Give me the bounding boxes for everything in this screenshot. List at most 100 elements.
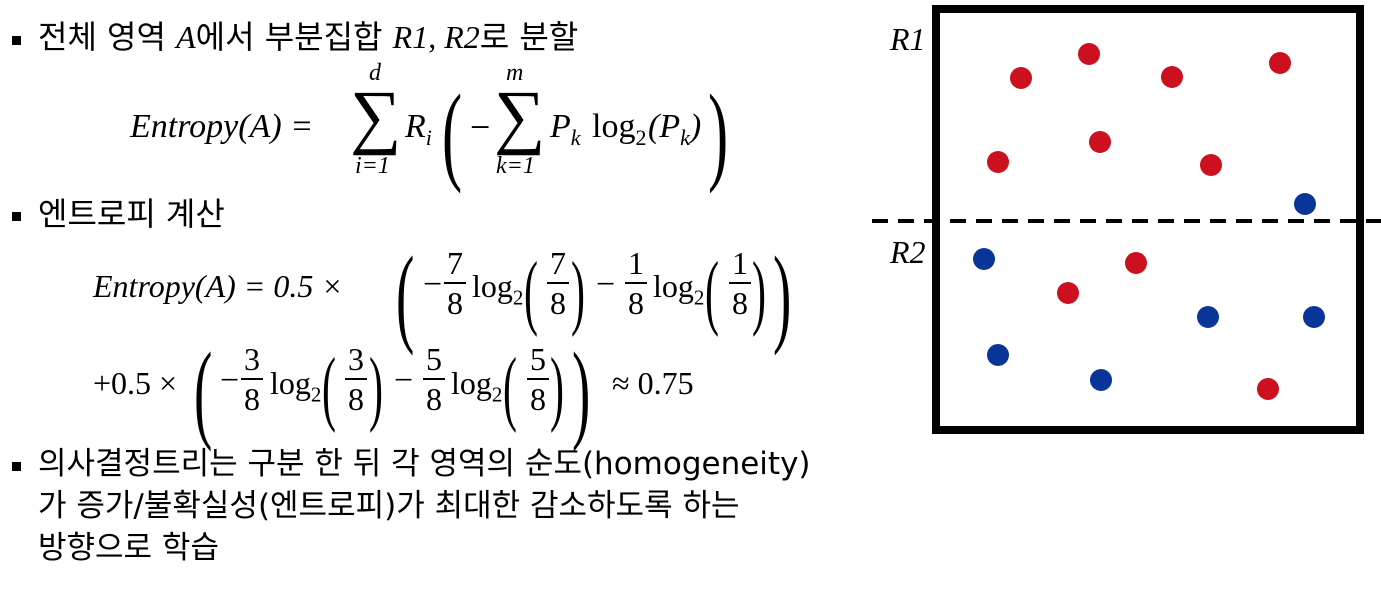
r2-red-point xyxy=(1057,282,1079,304)
frac-num: 7 xyxy=(550,245,566,281)
eq2-approx: ≈ 0.75 xyxy=(612,365,694,401)
eq1-p: P xyxy=(550,108,571,145)
eq1-log-text: log xyxy=(592,108,636,145)
eq1-arg-close: ) xyxy=(689,108,702,145)
eq1-lhs: Entropy(A) = xyxy=(130,108,314,145)
eq1-open-paren: ( xyxy=(442,72,463,194)
points-group xyxy=(973,43,1325,400)
eq2-lhs: Entropy(A) = 0.5 × xyxy=(93,268,343,305)
frac-den: 8 xyxy=(348,381,364,417)
eq2-l2-minus1: − xyxy=(220,362,240,399)
eq1-r: R xyxy=(405,108,426,145)
paren-close: ) xyxy=(752,245,766,338)
frac-den: 8 xyxy=(550,285,566,321)
eq2-l1-minus1: − xyxy=(423,266,443,303)
eq2-l1-log2: log2 xyxy=(653,268,704,310)
bullet-1-pre: 전체 영역 xyxy=(38,18,177,56)
frac-num: 1 xyxy=(732,245,748,281)
eq1-inner-sum-top: m xyxy=(506,60,524,86)
eq1-log: log2 xyxy=(592,108,646,151)
var-a: A xyxy=(176,19,196,55)
var-r1: R1 xyxy=(392,19,429,55)
frac-den: 8 xyxy=(732,285,748,321)
r2-blue-point xyxy=(987,344,1009,366)
eq1-r-sub: i xyxy=(425,124,432,150)
eq2-l2-log1: log2 xyxy=(270,365,321,407)
r2-red-point xyxy=(1125,252,1147,274)
bullet-marker xyxy=(12,462,21,471)
r2-blue-point xyxy=(973,248,995,270)
eq1-arg-sub: k xyxy=(680,124,690,150)
eq1-close-paren: ) xyxy=(708,72,729,194)
eq1-arg-open: (P xyxy=(648,108,681,145)
log-text: log xyxy=(472,268,513,304)
eq1-sum-sigma: ∑ xyxy=(350,76,402,156)
r1-red-point xyxy=(1269,52,1291,74)
eq2-l1-log1: log2 xyxy=(472,268,523,310)
eq1-pk: Pk xyxy=(550,108,581,151)
eq2-l1-open-big: ( xyxy=(396,234,415,356)
comma: , xyxy=(428,19,445,55)
log-base: 2 xyxy=(491,382,503,407)
eq2-l2-open-big: ( xyxy=(194,330,213,452)
r1-red-point xyxy=(1161,66,1183,88)
r1-red-point xyxy=(1089,131,1111,153)
r1-blue-point xyxy=(1294,193,1316,215)
eq1-ri: Ri xyxy=(405,108,432,151)
r2-red-point xyxy=(1257,378,1279,400)
var-r2: R2 xyxy=(444,19,480,55)
log-text: log xyxy=(270,365,311,401)
bullet-1-mid: 에서 부분집합 xyxy=(195,18,393,56)
eq2-l2-log2: log2 xyxy=(451,365,502,407)
eq1-log-base: 2 xyxy=(635,124,647,150)
r1-red-point xyxy=(1200,154,1222,176)
r1-red-point xyxy=(987,151,1009,173)
frac-den: 8 xyxy=(426,381,442,417)
label-r2: R2 xyxy=(889,234,926,270)
paren-open: ( xyxy=(322,341,336,434)
log-base: 2 xyxy=(512,285,524,310)
log-text: log xyxy=(653,268,694,304)
eq1-sum-top: d xyxy=(369,60,381,86)
eq2-lhs-text: Entropy(A) = 0.5 × xyxy=(93,268,343,304)
frac-num: 3 xyxy=(348,341,364,377)
frac-num: 3 xyxy=(244,341,260,377)
eq2-l1-minus2: − xyxy=(596,266,616,303)
eq1-inner-sum-bottom: k=1 xyxy=(496,153,535,179)
r1-red-point xyxy=(1078,43,1100,65)
paren-close: ) xyxy=(550,341,564,434)
log-base: 2 xyxy=(693,285,705,310)
frac-den: 8 xyxy=(530,381,546,417)
eq2-l2-close-big: ) xyxy=(572,330,591,452)
log-base: 2 xyxy=(310,382,322,407)
bullet-2-text: 엔트로피 계산 xyxy=(38,195,225,233)
eq1-minus: − xyxy=(470,107,491,147)
r1-red-point xyxy=(1010,67,1032,89)
paren-open: ( xyxy=(524,245,538,338)
label-r1: R1 xyxy=(889,21,926,57)
frac-num: 5 xyxy=(530,341,546,377)
paren-open: ( xyxy=(503,341,517,434)
eq2-l2-minus2: − xyxy=(394,362,414,399)
log-text: log xyxy=(451,365,492,401)
bullet-1-post: 로 분할 xyxy=(479,18,579,56)
bullet-marker xyxy=(12,212,21,221)
paren-open: ( xyxy=(705,245,719,338)
eq1-p-sub: k xyxy=(570,124,581,150)
eq1-sum-bottom: i=1 xyxy=(355,153,390,179)
bullet-marker xyxy=(12,36,21,45)
bullet-3-line-2: 가 증가/불확실성(엔트로피)가 최대한 감소하도록 하는 xyxy=(38,488,740,524)
paren-close: ) xyxy=(571,245,585,338)
eq2-l1-close-big: ) xyxy=(773,234,792,356)
r2-blue-point xyxy=(1197,306,1219,328)
eq2-line2-prefix: +0.5 × xyxy=(93,365,178,401)
